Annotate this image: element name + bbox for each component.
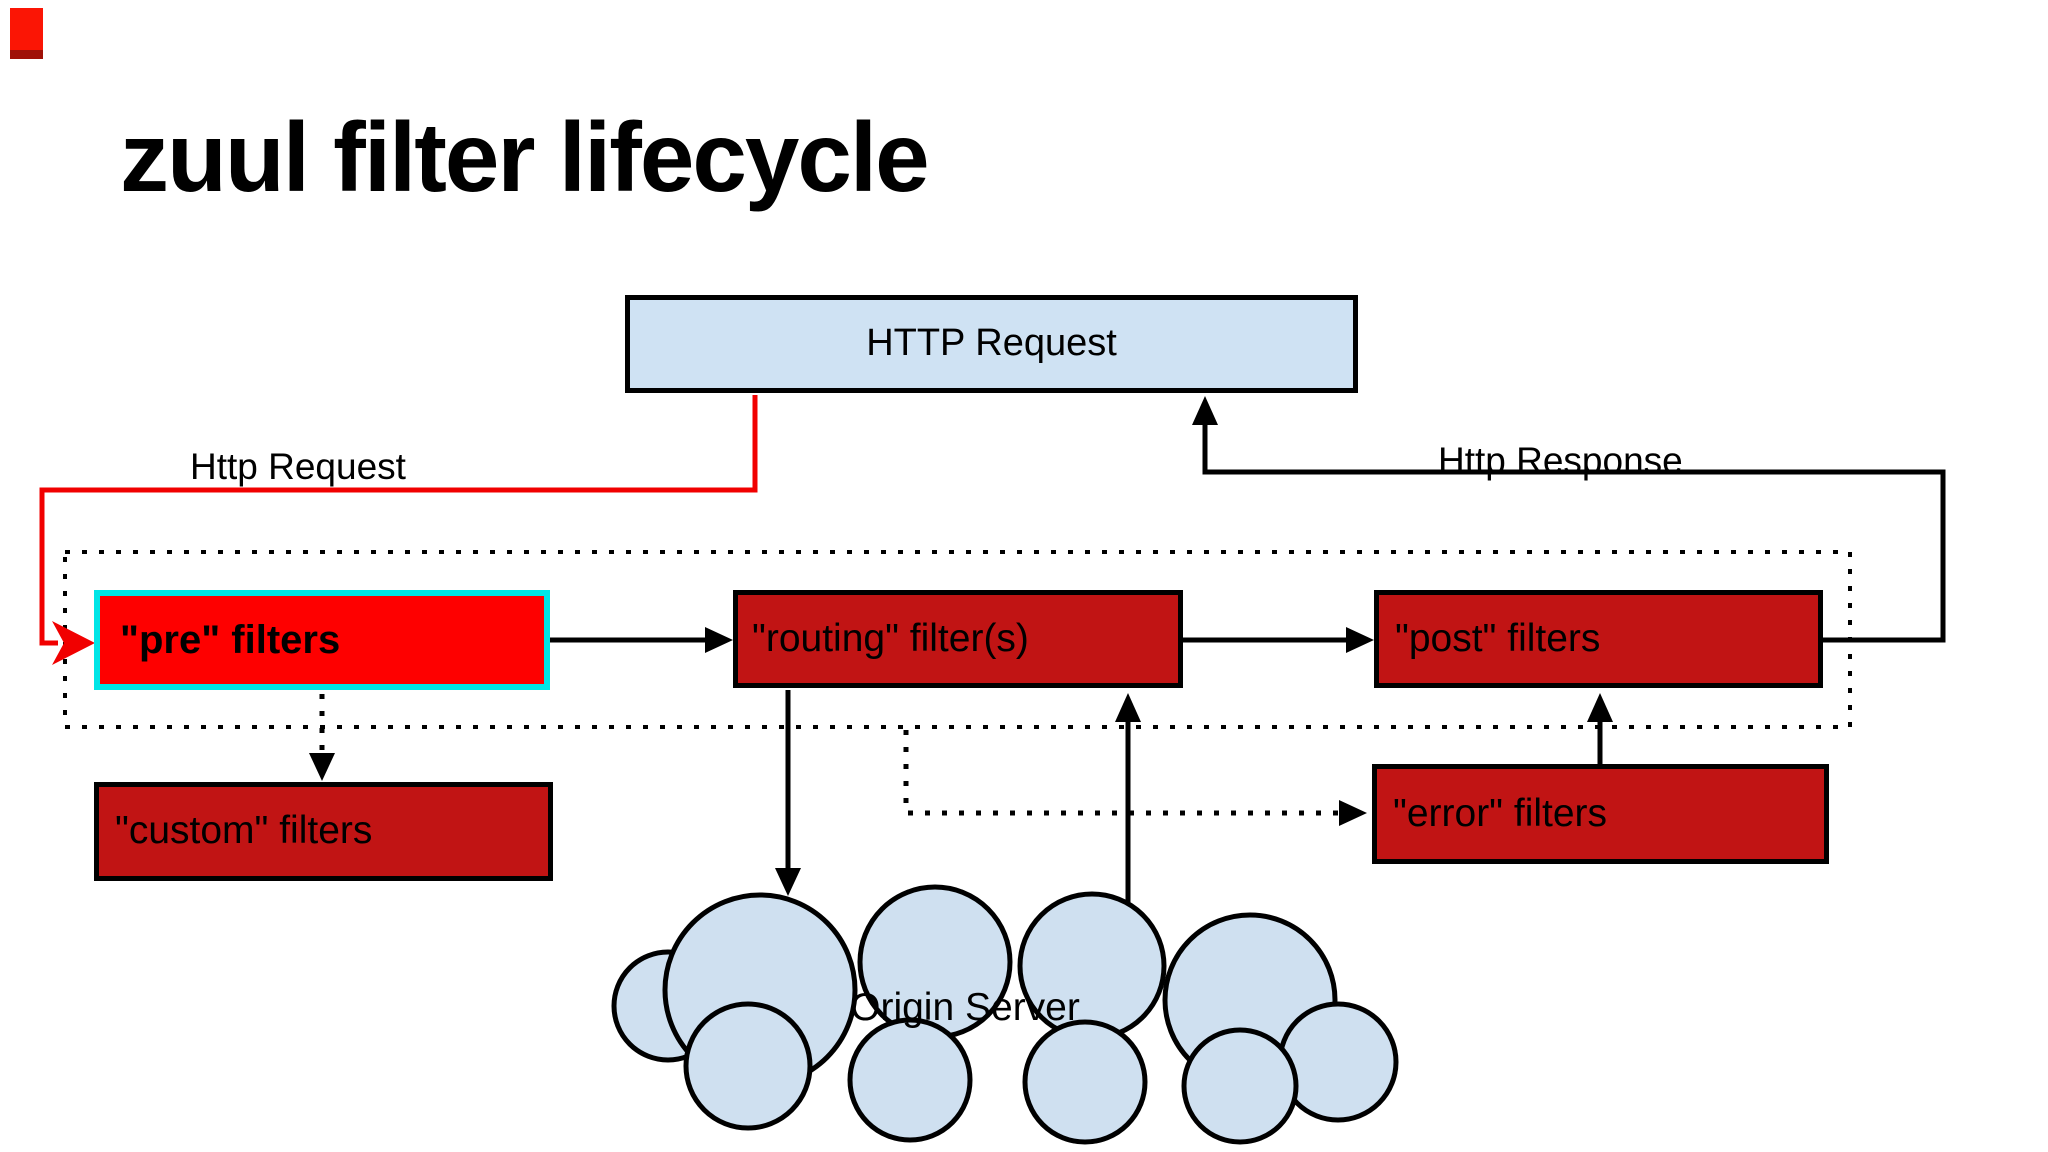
pre-to-routing-arrowhead-icon: [705, 627, 733, 653]
node-error-filters: "error" filters: [1372, 764, 1829, 864]
request-red-arrowhead-icon: [52, 621, 95, 665]
to-error-dotted-connector: [903, 730, 1338, 816]
page-title: zuul filter lifecycle: [120, 102, 930, 212]
node-post-filters-label: "post" filters: [1395, 616, 1601, 660]
origin-to-routing-arrowhead-icon: [1115, 693, 1141, 722]
node-http-request-label: HTTP Request: [866, 322, 1117, 365]
error-to-post-arrowhead-icon: [1587, 693, 1613, 722]
pre-to-custom-arrowhead-icon: [309, 753, 335, 781]
request-red-connector: [39, 395, 758, 646]
response-connector: [1202, 424, 1946, 643]
node-custom-filters: "custom" filters: [94, 782, 553, 881]
http-response-edge-label: Http Response: [1438, 440, 1683, 481]
routing-to-post-arrowhead-icon: [1346, 627, 1374, 653]
node-post-filters: "post" filters: [1374, 590, 1823, 688]
node-http-request: HTTP Request: [625, 295, 1358, 393]
origin-server-label: Origin Server: [850, 986, 1080, 1029]
node-error-filters-label: "error" filters: [1393, 791, 1608, 835]
response-arrowhead-icon: [1192, 396, 1218, 425]
to-error-arrowhead-icon: [1339, 800, 1367, 826]
node-custom-filters-label: "custom" filters: [115, 809, 373, 853]
routing-to-origin-arrowhead-icon: [775, 868, 801, 896]
red-corner-shape: [10, 8, 43, 59]
node-pre-filters-label: "pre" filters: [120, 618, 341, 662]
node-pre-filters: "pre" filters: [94, 590, 550, 690]
node-routing-filters: "routing" filter(s): [733, 590, 1183, 688]
origin-server-cloud-icon: [611, 884, 1399, 1145]
http-request-edge-label: Http Request: [190, 446, 406, 487]
node-routing-filters-label: "routing" filter(s): [752, 616, 1029, 660]
